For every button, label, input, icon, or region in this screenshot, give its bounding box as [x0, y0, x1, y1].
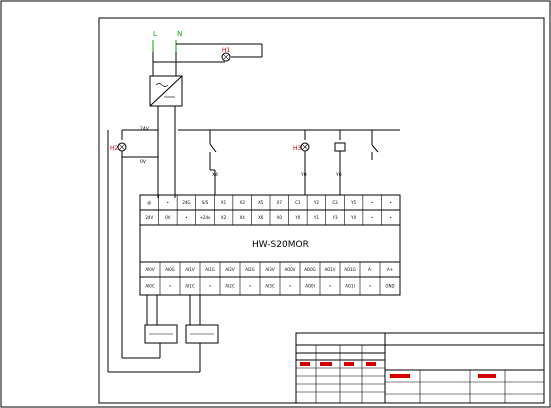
plc-terminal-label: A+: [387, 267, 393, 272]
plc-terminal-label: C1: [295, 200, 301, 205]
plc-terminal-label: AO1G: [344, 267, 355, 272]
plc-terminal-label: •: [390, 215, 392, 220]
plc-terminal-label: X6: [258, 215, 264, 220]
plc-terminal-label: •: [209, 284, 211, 289]
plc-terminal-label: AI2G: [245, 267, 255, 272]
plc-terminal-label: S/S: [202, 200, 209, 205]
plc-terminal-label: Y4: [350, 215, 356, 220]
plc-terminal-label: 24V: [145, 215, 153, 220]
plc-terminal-label: •: [390, 200, 392, 205]
plc-terminal-label: AI0V: [145, 267, 154, 272]
line-label: L: [153, 30, 157, 38]
plc-terminal-label: AO1I: [345, 284, 355, 289]
sensor-module-2: [185, 324, 219, 344]
plc-terminal-label: +24v: [200, 215, 211, 220]
relay-contact: [371, 140, 379, 160]
plc-terminal-label: AI0G: [165, 267, 175, 272]
plc-terminal-label: AI1G: [205, 267, 215, 272]
tag-y0: Y0: [300, 172, 307, 178]
plc-terminal-label: X3: [239, 200, 245, 205]
sound-light-alarm-lamp: H3 Y0: [293, 142, 310, 195]
plc-terminal-label: •: [185, 215, 187, 220]
neutral-label: N: [177, 30, 182, 38]
tag-24v: 24V: [140, 126, 150, 132]
terminal-rows: @ • 24G S/S X1 X3 X5 X7 C1 Y2 C3 Y5 • • 24V 0V • +24v X2 X4…: [145, 195, 395, 295]
power-indicator-lamp: H1: [221, 47, 231, 62]
plc-terminal-label: AI3C: [265, 284, 274, 289]
plc-terminal-label: •: [329, 284, 331, 289]
plc-controller: HW-S20MOR @ • 24G S/S X1 X3 X5 X7 C1 Y2 C3 Y5 • • 24V 0…: [139, 194, 401, 296]
lamp-h1-label: H1: [222, 47, 231, 54]
plc-terminal-label: Y1: [313, 215, 319, 220]
pushbutton-switch: X4: [209, 140, 218, 195]
alarm-lamp: H2: [110, 142, 158, 158]
tag-x4: X4: [212, 172, 218, 178]
plc-terminal-label: AI1V: [185, 267, 194, 272]
plc-terminal-label: GND: [385, 284, 394, 289]
tag-y6: Y6: [335, 172, 342, 178]
plc-terminal-label: •: [371, 200, 373, 205]
plc-terminal-label: X5: [258, 200, 264, 205]
supply-terminals: L N: [152, 30, 182, 52]
supply-outputs: 24V 0V: [140, 106, 176, 198]
wiring-bus: [121, 129, 400, 140]
plc-terminal-label: X7: [277, 200, 283, 205]
plc-terminal-label: •: [371, 215, 373, 220]
plc-terminal-label: AI2C: [225, 284, 234, 289]
tag-0v: 0V: [140, 159, 147, 165]
title-block: [295, 332, 545, 404]
plc-terminal-label: X0: [277, 215, 283, 220]
plc-terminal-label: AI0C: [145, 284, 154, 289]
plc-terminal-label: •: [369, 284, 371, 289]
plc-terminal-label: AI1C: [185, 284, 194, 289]
plc-terminal-label: 0V: [165, 215, 171, 220]
plc-model-label: HW-S20MOR: [252, 240, 309, 250]
plc-terminal-label: @: [147, 200, 151, 205]
plc-terminal-label: AO1V: [324, 267, 335, 272]
lamp-h3-label: H3: [293, 145, 302, 152]
plc-terminal-label: X2: [221, 215, 227, 220]
plc-terminal-label: X1: [221, 200, 227, 205]
plc-terminal-label: A-: [368, 267, 373, 272]
plc-terminal-label: X4: [239, 215, 245, 220]
dc-power-supply: [149, 75, 183, 107]
plc-terminal-label: AO0G: [304, 267, 315, 272]
plc-terminal-label: •: [167, 200, 169, 205]
plc-terminal-label: •: [169, 284, 171, 289]
plc-terminal-label: •: [289, 284, 291, 289]
plc-terminal-label: Y3: [332, 215, 338, 220]
plc-terminal-label: Y5: [350, 200, 356, 205]
plc-terminal-label: 24G: [182, 200, 190, 205]
relay-coil: Y6: [334, 142, 346, 195]
plc-terminal-label: AO0V: [284, 267, 295, 272]
plc-terminal-label: AI2V: [225, 267, 234, 272]
plc-terminal-label: Y2: [313, 200, 319, 205]
plc-terminal-label: C3: [332, 200, 338, 205]
sensor-module-1: [144, 324, 178, 344]
plc-terminal-label: AI3V: [265, 267, 274, 272]
analog-wiring: [107, 130, 201, 373]
plc-terminal-label: Y0: [294, 215, 300, 220]
lamp-h2-label: H2: [110, 145, 119, 152]
plc-terminal-label: AO0I: [305, 284, 315, 289]
power-wiring: [152, 43, 263, 76]
plc-terminal-label: •: [249, 284, 251, 289]
